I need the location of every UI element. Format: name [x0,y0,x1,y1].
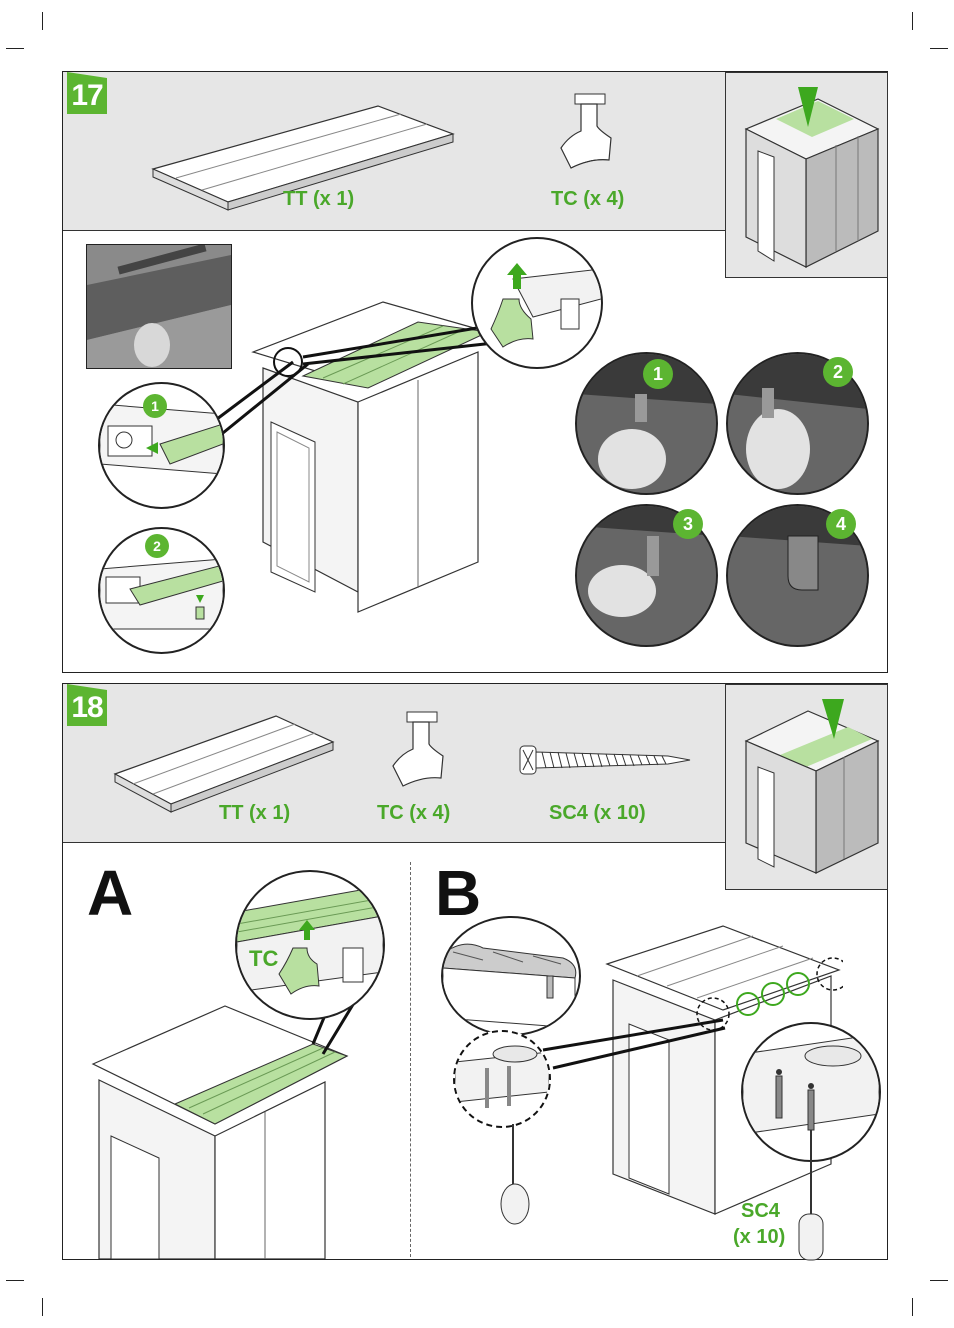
section-b-screw-detail-right [741,1022,881,1162]
shed-overview-thumbnail [725,684,888,890]
shed-icon [744,699,880,874]
screw-icon [519,745,691,775]
photo-step-2-badge: 2 [823,357,853,387]
sub-step-1-detail [98,382,225,509]
shed-icon [744,87,880,268]
crop-mark [912,12,913,30]
crop-mark [912,1298,913,1316]
shed-photo [86,244,232,369]
shed-overview-thumbnail [725,72,888,278]
step-number: 17 [67,72,107,114]
part-label-tc: TC (x 4) [551,188,625,210]
roof-panel-icon [113,715,335,813]
screwdriver-icon [798,1154,824,1261]
clip-icon [560,93,612,169]
crop-mark [6,1280,24,1281]
section-a-letter: A [87,857,134,929]
section-b-letter: B [435,857,482,929]
crop-mark [42,12,43,30]
sc4-callout-line2: (x 10) [733,1226,786,1248]
sc4-callout-line1: SC4 [741,1200,780,1222]
crop-mark [930,1280,948,1281]
roof-panel-icon [151,105,455,211]
parts-bar: 18 TT (x 1) TC (x 4) SC4 (x 10) [63,684,726,843]
section-divider [410,862,411,1257]
clip-detail-circle [471,237,603,369]
step-number: 18 [67,684,107,726]
section-b-screw-detail-left [453,1030,551,1128]
parts-bar: 17 TT (x 1) TC (x 4) [63,72,726,231]
part-label-sc4: SC4 (x 10) [549,802,646,824]
part-label-tc: TC (x 4) [377,802,451,824]
screwdriver-icon [500,1124,530,1225]
step-18-panel: 18 TT (x 1) TC (x 4) SC4 (x 10) [62,683,888,1261]
section-a-clip-detail [235,870,385,1020]
part-label-tt: TT (x 1) [283,188,355,210]
part-label-tt: TT (x 1) [219,802,291,824]
clip-icon [392,711,444,787]
photo-step-1-badge: 1 [643,359,673,389]
crop-mark [6,48,24,49]
crop-mark [42,1298,43,1316]
callout-lines [212,325,504,439]
callout-lines [542,1018,726,1070]
tc-callout: TC [249,946,279,971]
photo-step-1 [575,352,718,495]
sub-step-2-badge: 2 [145,534,169,558]
photo-step-4-badge: 4 [826,509,856,539]
step-17-panel: 17 TT (x 1) TC (x 4) [62,71,888,673]
sub-step-1-badge: 1 [143,394,167,418]
section-b-profile-detail [441,916,581,1036]
section-a-shed-drawing [91,1005,349,1259]
crop-mark [930,48,948,49]
photo-step-3-badge: 3 [673,509,703,539]
photo-step-4 [726,504,869,647]
photo-step-3 [575,504,718,647]
